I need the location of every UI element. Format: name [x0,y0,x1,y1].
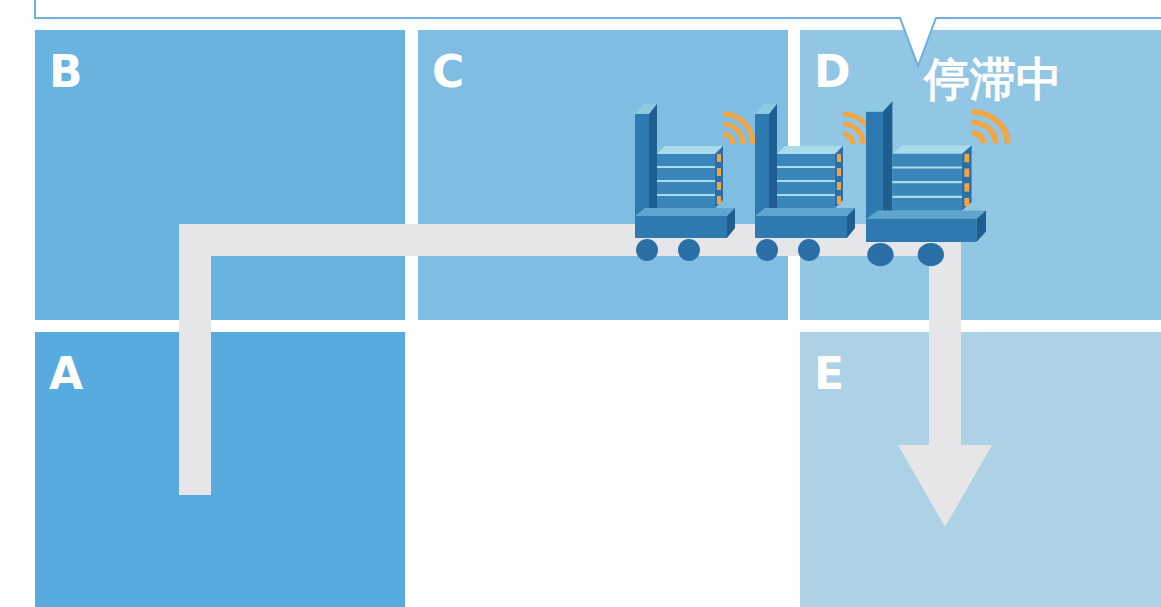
arrow-head [898,445,992,527]
region-fill [35,30,405,320]
area-letter: B [49,50,391,94]
agv-cart [635,104,753,261]
route-arrow [195,240,992,527]
region-fill [35,332,405,607]
status-label: 停滞中 [924,54,1062,105]
area-letter: A [49,352,391,396]
region-fill [800,332,1161,607]
agv-cart [866,101,1008,266]
region-fill [418,30,788,320]
region-fill [800,30,1161,320]
area-region: B [35,30,405,320]
agv-cart [755,104,873,261]
area-region: A [35,332,405,607]
area-region: E [800,332,1161,607]
area-letter: E [814,352,1147,396]
area-region: C [418,30,788,320]
area-letter: C [432,50,774,94]
